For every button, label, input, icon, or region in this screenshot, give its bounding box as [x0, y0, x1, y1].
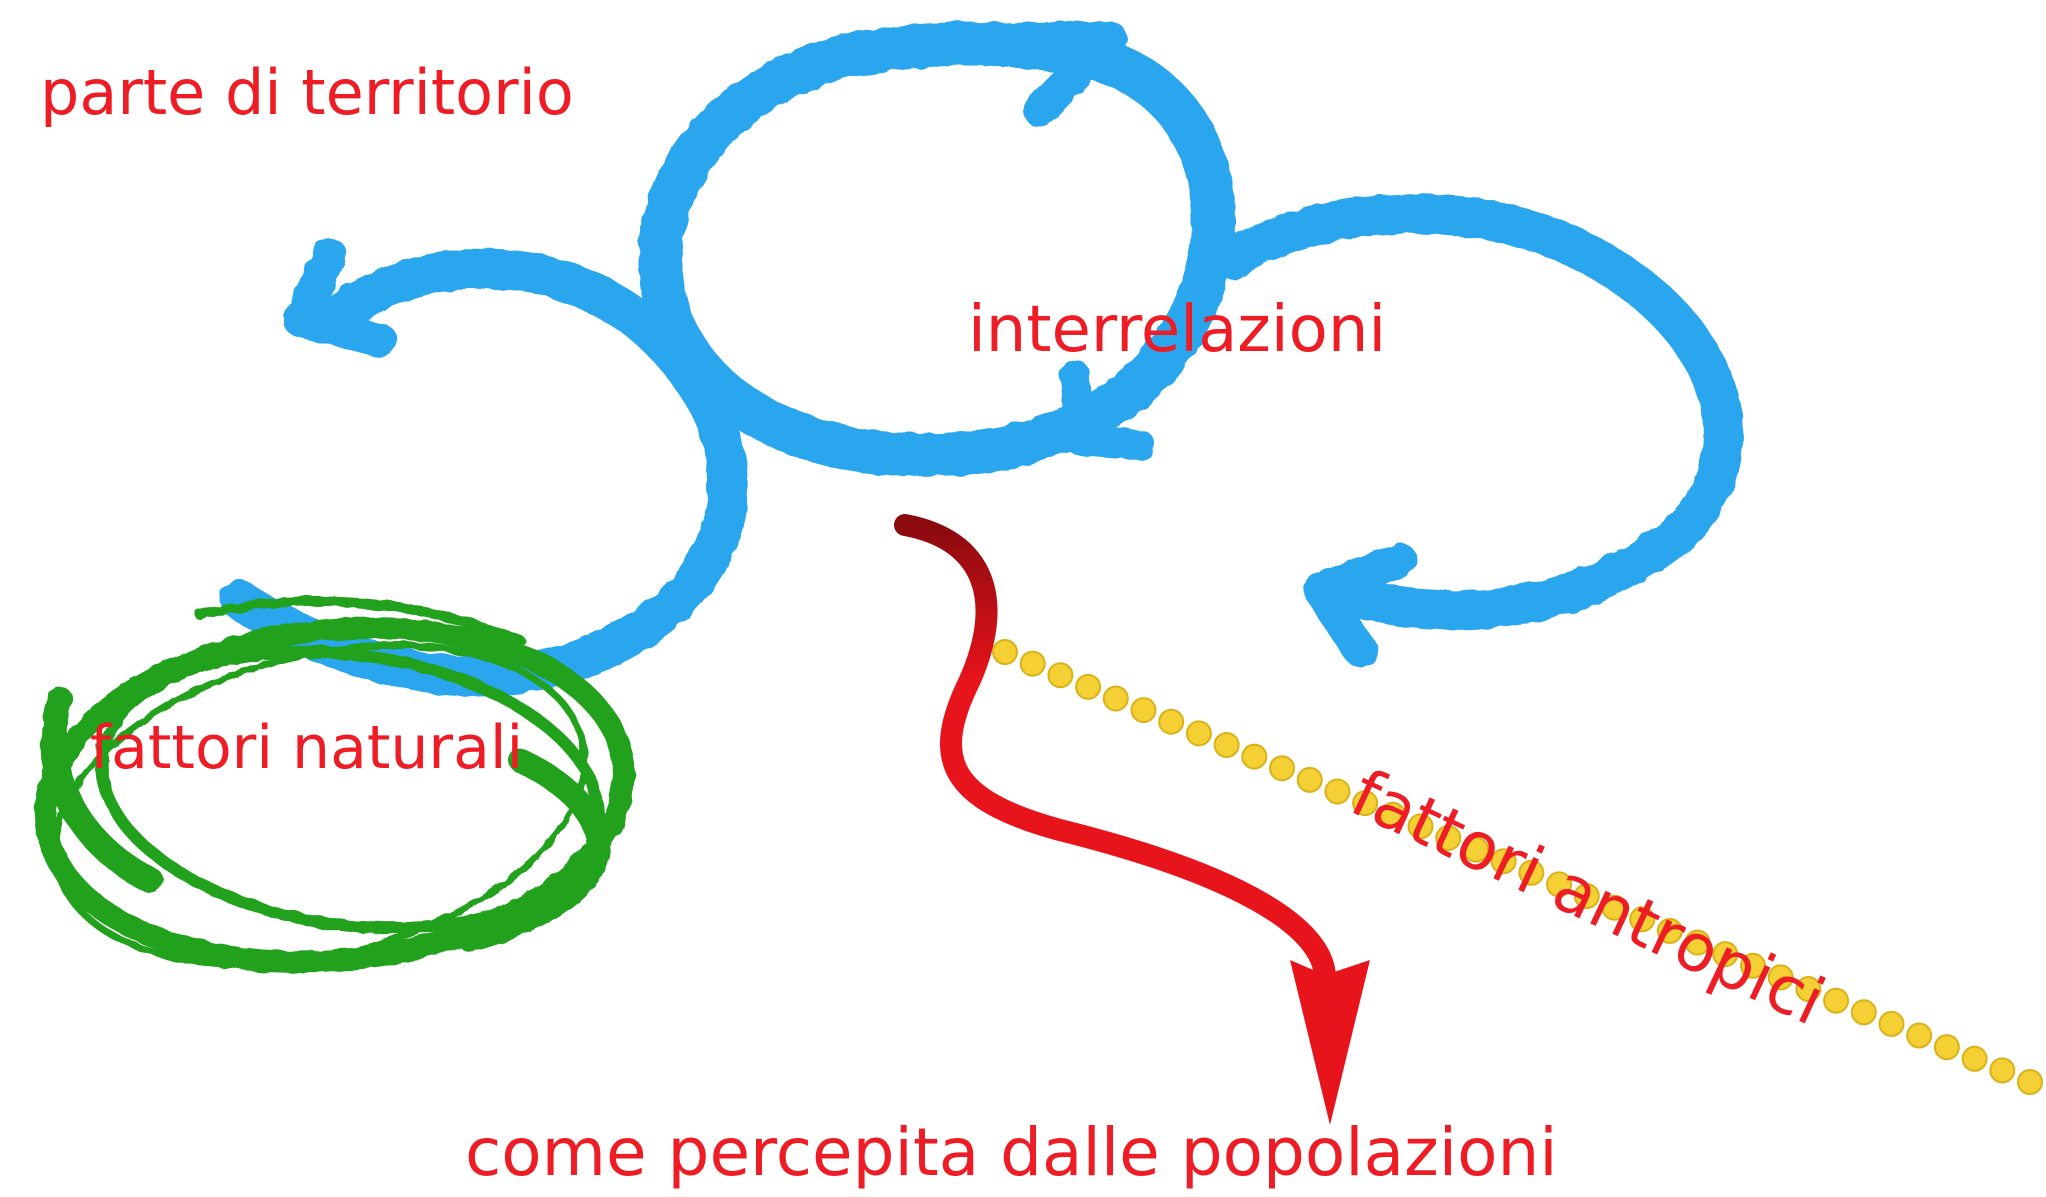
- left-loop-arrowhead: [283, 238, 397, 357]
- dot: [1684, 929, 1711, 956]
- dot: [1435, 824, 1462, 851]
- dot: [1047, 662, 1074, 689]
- dot: [1823, 987, 1850, 1014]
- top-loop-arrow: [638, 21, 1237, 478]
- dot: [1075, 673, 1102, 700]
- label-fattori-naturali: fattori naturali: [90, 713, 524, 783]
- antropic-dotted-line: [992, 639, 2043, 1095]
- dot: [1379, 801, 1406, 828]
- inner-loop-arrowhead: [1060, 360, 1155, 460]
- dot: [1878, 1010, 1905, 1037]
- dot: [1462, 836, 1489, 863]
- dot: [1629, 906, 1656, 933]
- label-parte-di-territorio: parte di territorio: [40, 56, 574, 129]
- dot: [1407, 813, 1434, 840]
- dot: [1712, 941, 1739, 968]
- dot: [1656, 917, 1683, 944]
- dot: [1546, 871, 1573, 898]
- dot: [1906, 1022, 1933, 1049]
- dot: [1961, 1045, 1988, 1072]
- dot: [1102, 685, 1129, 712]
- dot: [1130, 697, 1157, 724]
- right-loop-arrowhead: [1303, 543, 1417, 667]
- dot: [1241, 743, 1268, 770]
- label-come-percepita: come percepita dalle popolazioni: [465, 1114, 1558, 1191]
- dot: [1767, 964, 1794, 991]
- dot: [1490, 848, 1517, 875]
- dot: [992, 639, 1018, 665]
- top-loop-arrowhead: [993, 21, 1127, 127]
- dot: [1213, 731, 1240, 758]
- dot: [1933, 1034, 1960, 1061]
- dot: [1518, 859, 1545, 886]
- dot: [1352, 790, 1379, 817]
- dot: [1296, 766, 1323, 793]
- dot: [1739, 952, 1766, 979]
- dot: [2017, 1069, 2043, 1095]
- dot: [1269, 755, 1296, 782]
- dot: [1185, 720, 1212, 747]
- blue-loop-arrows: [220, 21, 1744, 696]
- dot: [1850, 999, 1877, 1026]
- green-scribble-circle: [35, 596, 635, 973]
- label-interrelazioni: interrelazioni: [968, 293, 1387, 367]
- dot: [1158, 708, 1185, 735]
- dot: [1324, 778, 1351, 805]
- curved-down-arrow-icon: [894, 514, 1370, 1125]
- dot: [1573, 883, 1600, 910]
- dot: [1795, 976, 1822, 1003]
- dot: [1601, 894, 1628, 921]
- dot: [1019, 650, 1046, 677]
- right-loop-arrow: [1210, 193, 1744, 630]
- dot: [1989, 1057, 2016, 1084]
